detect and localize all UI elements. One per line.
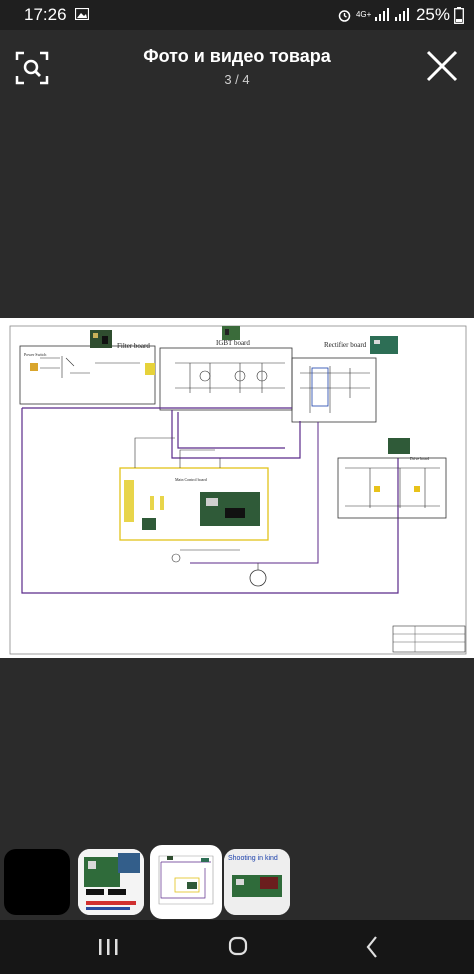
battery-percent: 25% xyxy=(415,5,450,24)
thumbnail-strip: Shooting in kind xyxy=(0,845,474,920)
signal-icon-2 xyxy=(394,8,409,21)
status-icons: 4G+ 25% xyxy=(337,4,464,26)
thumbnail-4[interactable]: Shooting in kind xyxy=(224,849,290,915)
page-title: Фото и видео товара xyxy=(143,46,331,66)
status-bar: 17:26 4G+ 25% xyxy=(0,0,474,30)
thumbnail-4-image xyxy=(224,849,290,915)
drive-board-label: Drive board xyxy=(410,456,429,461)
battery-icon xyxy=(454,6,464,24)
product-image[interactable]: Filter board IGBT board Rectifier board … xyxy=(0,318,474,658)
network-type: 4G+ xyxy=(355,10,372,19)
close-icon[interactable] xyxy=(424,48,460,84)
navigation-bar xyxy=(0,920,474,974)
thumbnail-1[interactable] xyxy=(4,849,70,915)
filter-board-label: Filter board xyxy=(117,342,150,350)
image-counter: 3 / 4 xyxy=(224,72,250,87)
circuit-diagram: Filter board IGBT board Rectifier board … xyxy=(0,318,474,658)
thumbnail-4-label: Shooting in kind xyxy=(228,855,278,862)
status-time: 17:26 xyxy=(24,5,67,24)
thumbnail-2[interactable] xyxy=(78,849,144,915)
recent-apps-icon[interactable] xyxy=(88,930,128,964)
back-icon[interactable] xyxy=(352,930,392,964)
alarm-icon xyxy=(338,9,351,22)
power-switch-label: Power Switch xyxy=(24,352,46,357)
signal-icon xyxy=(374,8,389,21)
thumbnail-3[interactable] xyxy=(150,845,222,919)
home-icon[interactable] xyxy=(218,930,258,964)
thumbnail-2-image xyxy=(78,849,144,915)
scan-search-icon[interactable] xyxy=(12,48,52,88)
viewer-header: Фото и видео товара 3 / 4 xyxy=(0,30,474,100)
image-icon xyxy=(75,8,89,20)
thumbnail-3-image xyxy=(153,848,219,916)
rectifier-board-label: Rectifier board xyxy=(324,341,367,349)
main-control-board-label: Main Control board xyxy=(175,477,207,482)
igbt-board-label: IGBT board xyxy=(216,339,250,347)
